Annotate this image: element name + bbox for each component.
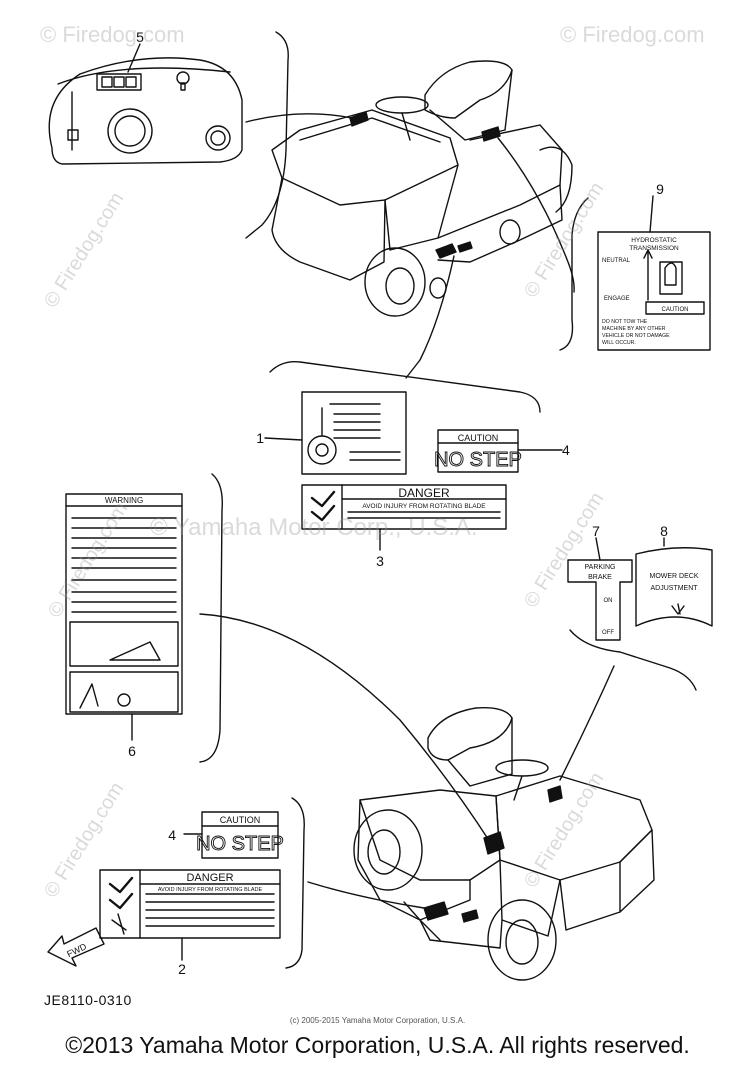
watermark-top-left: © Firedog.com (40, 22, 185, 47)
no-step-text-bottom: NO STEP (196, 833, 284, 855)
parking-text: PARKING (585, 564, 616, 571)
decal-4-caution-no-step-top (437, 429, 563, 473)
brake-text: BRAKE (588, 574, 612, 581)
caution-title-bottom: CAUTION (220, 815, 261, 825)
callout-3: 3 (376, 553, 384, 569)
tractor-bottom-illustration (353, 707, 655, 981)
callout-4-bottom: 4 (168, 827, 176, 843)
callout-4-top: 4 (562, 442, 570, 458)
callout-8: 8 (660, 523, 668, 539)
hydro-line-2: TRANSMISSION (629, 245, 679, 252)
decal-7-parking-brake (567, 537, 633, 641)
dashboard-panel-inset (48, 43, 243, 165)
hydro-line-1: HYDROSTATIC (631, 237, 677, 244)
callout-6: 6 (128, 743, 136, 759)
danger-title-2: DANGER (186, 872, 233, 884)
hydro-note-3: VEHICLE OR NOT DAMAGE (602, 333, 670, 339)
decal-4-caution-no-step-bottom (183, 811, 279, 859)
diagram-code: JE8110-0310 (44, 992, 132, 1008)
caution-title-top: CAUTION (458, 433, 499, 443)
watermark-top-right: © Firedog.com (560, 22, 705, 47)
callout-9: 9 (656, 181, 664, 197)
hydro-note-2: MACHINE BY ANY OTHER (602, 326, 666, 332)
callout-2: 2 (178, 961, 186, 977)
hydrostatic-decal (597, 195, 711, 351)
engage-text: ENGAGE (604, 296, 630, 302)
callout-5: 5 (136, 29, 144, 45)
decal-8-mower-deck (635, 537, 713, 627)
on-text: ON (604, 598, 613, 604)
neutral-text: NEUTRAL (602, 258, 631, 264)
decal-6-warning-large (65, 493, 183, 741)
decal-3-danger-blade (301, 484, 507, 551)
danger-title-3: DANGER (398, 486, 450, 500)
danger-text-3: AVOID INJURY FROM ROTATING BLADE (362, 503, 486, 510)
hydro-caution-text: CAUTION (662, 307, 689, 313)
danger-text-2: AVOID INJURY FROM ROTATING BLADE (158, 887, 263, 893)
adjustment-text: ADJUSTMENT (650, 585, 698, 592)
callout-7: 7 (592, 523, 600, 539)
decal-2-danger-blade (99, 869, 281, 961)
hydro-note-4: WILL OCCUR. (602, 340, 636, 346)
warning-title: WARNING (105, 496, 143, 505)
footer-credit: (c) 2005-2015 Yamaha Motor Corporation, … (289, 1016, 466, 1025)
fwd-arrow-icon (47, 927, 105, 967)
no-step-text-top: NO STEP (434, 449, 522, 471)
off-text: OFF (602, 630, 614, 636)
tractor-top-illustration (271, 60, 573, 317)
footer-copyright: ©2013 Yamaha Motor Corporation, U.S.A. A… (65, 1032, 690, 1058)
watermark-yamaha-overlay: © Yamaha Motor Corp., U.S.A. (150, 514, 478, 541)
hydro-note-1: DO NOT TOW THE (602, 319, 648, 325)
decal-1-mower-height (264, 391, 407, 475)
mower-deck-text: MOWER DECK (650, 573, 699, 580)
callout-1: 1 (256, 430, 264, 446)
